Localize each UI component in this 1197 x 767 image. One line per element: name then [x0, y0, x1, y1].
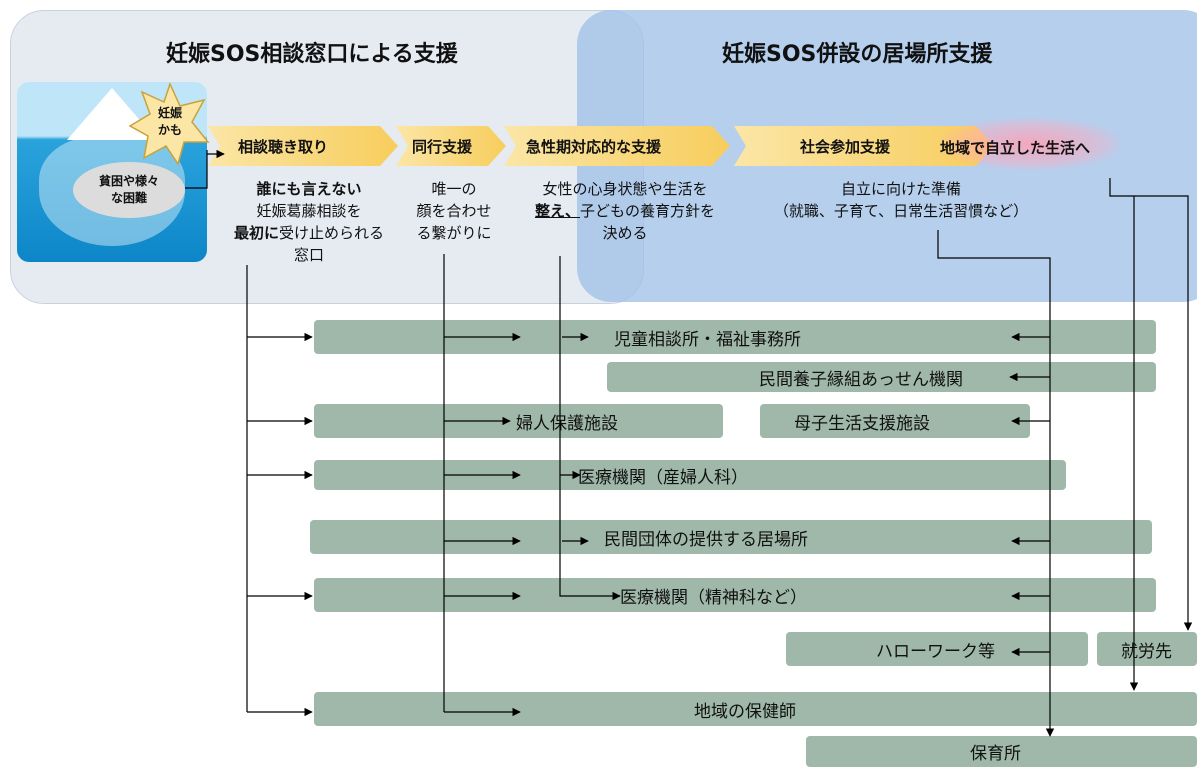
agency-label: 医療機関（産婦人科） [578, 467, 748, 488]
stage-label: 社会参加支援 [800, 137, 891, 156]
acute-desc-line2-rest: 子どもの養育方針を [580, 202, 716, 220]
agency-label: 母子生活支援施設 [794, 413, 930, 434]
hidden-difficulties-line2: な困難 [110, 191, 147, 205]
agency-bar-psychiatry: 医療機関（精神科など） [314, 578, 1156, 612]
agency-label: 児童相談所・福祉事務所 [614, 329, 801, 350]
agency-bar-nursery: 保育所 [806, 736, 1197, 767]
accompany-desc-line1: 唯一の [431, 180, 477, 198]
star-burst-icon [128, 82, 212, 166]
agency-label: 婦人保護施設 [516, 413, 618, 434]
acute-desc-line3: 決める [602, 224, 648, 242]
goal-highlight [940, 118, 1120, 170]
agency-label: 地域の保健師 [694, 701, 796, 722]
listening-desc-line1: 誰にも言えない [256, 180, 362, 198]
agency-label: ハローワーク等 [876, 641, 995, 662]
star-label-line1: 妊娠 [157, 106, 182, 120]
accompany-desc-line3: る繋がりに [416, 224, 492, 242]
agency-bar-obstetrics: 医療機関（産婦人科） [314, 460, 1066, 490]
agency-label: 保育所 [970, 744, 1021, 764]
listening-description: 誰にも言えない 妊娠葛藤相談を 最初に受け止められる 窓口 [214, 178, 404, 266]
left-panel-title: 妊娠SOS相談窓口による支援 [166, 42, 458, 67]
acute-description: 女性の心身状態や生活を 整え、子どもの養育方針を 決める [510, 178, 740, 244]
star-label: 妊娠かも [147, 105, 193, 139]
listening-desc-line3-rest: 受け止められる [279, 224, 385, 242]
goal-label: 地域で自立した生活へ [940, 139, 1091, 157]
agency-label: 民間団体の提供する居場所 [604, 529, 808, 550]
accompany-desc-line2: 顔を合わせ [416, 202, 492, 220]
agency-bar-hellowork: ハローワーク等 [786, 632, 1088, 666]
social-desc-line2: （就職、子育て、日常生活習慣など） [773, 202, 1029, 220]
stage-label: 急性期対応的な支援 [526, 137, 662, 156]
agency-bar-mother-child-facility: 母子生活支援施設 [760, 404, 1030, 438]
stage-chevron-accompany: 同行支援 [396, 126, 506, 166]
star-label-line2: かも [157, 123, 182, 137]
agency-bar-adoption: 民間養子縁組あっせん機関 [607, 362, 1156, 392]
stage-label: 相談聴き取り [238, 137, 329, 156]
agency-bar-womens-shelter: 婦人保護施設 [314, 404, 723, 438]
social-description: 自立に向けた準備 （就職、子育て、日常生活習慣など） [746, 178, 1056, 222]
right-panel-title: 妊娠SOS併設の居場所支援 [722, 42, 993, 67]
listening-desc-line2: 妊娠葛藤相談を [256, 202, 362, 220]
stage-chevron-listening: 相談聴き取り [208, 126, 398, 166]
acute-desc-line1: 女性の心身状態や生活を [542, 180, 708, 198]
hidden-difficulties-line1: 貧困や様々 [98, 174, 159, 188]
listening-desc-line3-bold: 最初に [233, 224, 279, 242]
agency-label: 民間養子縁組あっせん機関 [759, 369, 963, 390]
stage-chevron-acute: 急性期対応的な支援 [504, 126, 730, 166]
social-desc-line1: 自立に向けた準備 [840, 180, 961, 198]
agency-label: 医療機関（精神科など） [620, 587, 807, 608]
hidden-difficulties-bubble: 貧困や様々な困難 [73, 162, 185, 218]
listening-desc-line4: 窓口 [293, 246, 324, 264]
accompany-description: 唯一の 顔を合わせ る繋がりに [402, 178, 506, 244]
acute-desc-line2-bold: 整え、 [534, 202, 580, 220]
stage-label: 同行支援 [412, 137, 473, 156]
